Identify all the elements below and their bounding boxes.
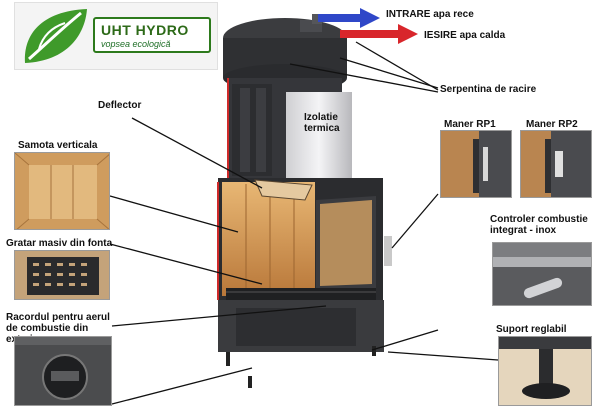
support-photo: [499, 337, 592, 406]
panel-adjustable-support: [498, 336, 592, 406]
label-vertical-fireclay: Samota verticala: [18, 140, 98, 151]
panel-outside-air-fitting: [14, 336, 112, 406]
air-fitting-photo: [15, 337, 112, 406]
support-feet: [226, 346, 376, 388]
label-water-out: IESIRE apa calda: [424, 30, 505, 41]
outlet-arrow-icon: [340, 24, 418, 44]
label-water-in: INTRARE apa rece: [386, 9, 474, 20]
label-handle-rp1: Maner RP1: [444, 119, 496, 130]
label-cooling-coil: Serpentina de racire: [440, 84, 536, 95]
label-adjustable-support: Suport reglabil: [496, 324, 567, 335]
firebox: [218, 178, 392, 352]
controller-photo: [493, 243, 592, 306]
panel-handle-rp2: [520, 130, 592, 198]
panel-cast-iron-grate: [14, 250, 110, 300]
door-handle: [384, 236, 392, 266]
panel-vertical-fireclay: [14, 152, 110, 230]
label-handle-rp2: Maner RP2: [526, 119, 578, 130]
insulation-layer: [286, 92, 352, 184]
label-insulation: Izolatie termica: [304, 112, 350, 134]
handle-rp2-photo: [521, 131, 592, 198]
label-deflector: Deflector: [98, 100, 141, 111]
fireclay-photo: [15, 153, 110, 230]
panel-handle-rp1: [440, 130, 512, 198]
grate-photo: [15, 251, 110, 300]
panel-combustion-controller: [492, 242, 592, 306]
label-combustion-controller: Controler combustie integrat - inox: [490, 214, 590, 236]
handle-rp1-photo: [441, 131, 512, 198]
label-cast-iron-grate: Gratar masiv din fonta: [6, 238, 112, 249]
